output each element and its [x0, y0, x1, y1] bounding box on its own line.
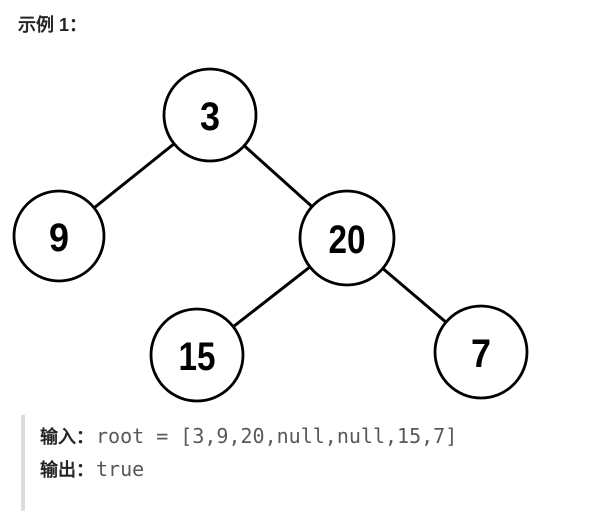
- example-io-block: 输入：root = [3,9,20,null,null,15,7] 输出：tru…: [21, 415, 603, 511]
- tree-node-label-15: 15: [179, 335, 216, 379]
- tree-node-9: [12, 189, 106, 283]
- input-value: root = [3,9,20,null,null,15,7]: [96, 424, 458, 448]
- output-label: 输出：: [40, 460, 94, 480]
- tree-node-7: [433, 304, 529, 400]
- tree-node-15: [149, 307, 245, 403]
- input-line: 输入：root = [3,9,20,null,null,15,7]: [40, 421, 603, 454]
- tree-node-label-3: 3: [200, 95, 220, 139]
- tree-node-label-7: 7: [471, 332, 491, 376]
- leetcode-example-section: { "example": { "heading": "示例 1：" }, "tr…: [12, 15, 529, 511]
- tree-node-label-20: 20: [329, 218, 366, 262]
- tree-node-20: [298, 189, 396, 287]
- tree-node-3: [162, 67, 258, 163]
- tree-node-label-9: 9: [49, 216, 69, 260]
- output-value: true: [96, 457, 145, 481]
- input-label: 输入：: [40, 427, 94, 447]
- example-heading: 示例 1：: [18, 15, 88, 35]
- binary-tree-diagram: 3 9 20 15 7: [12, 67, 529, 403]
- output-line: 输出：true: [40, 454, 603, 487]
